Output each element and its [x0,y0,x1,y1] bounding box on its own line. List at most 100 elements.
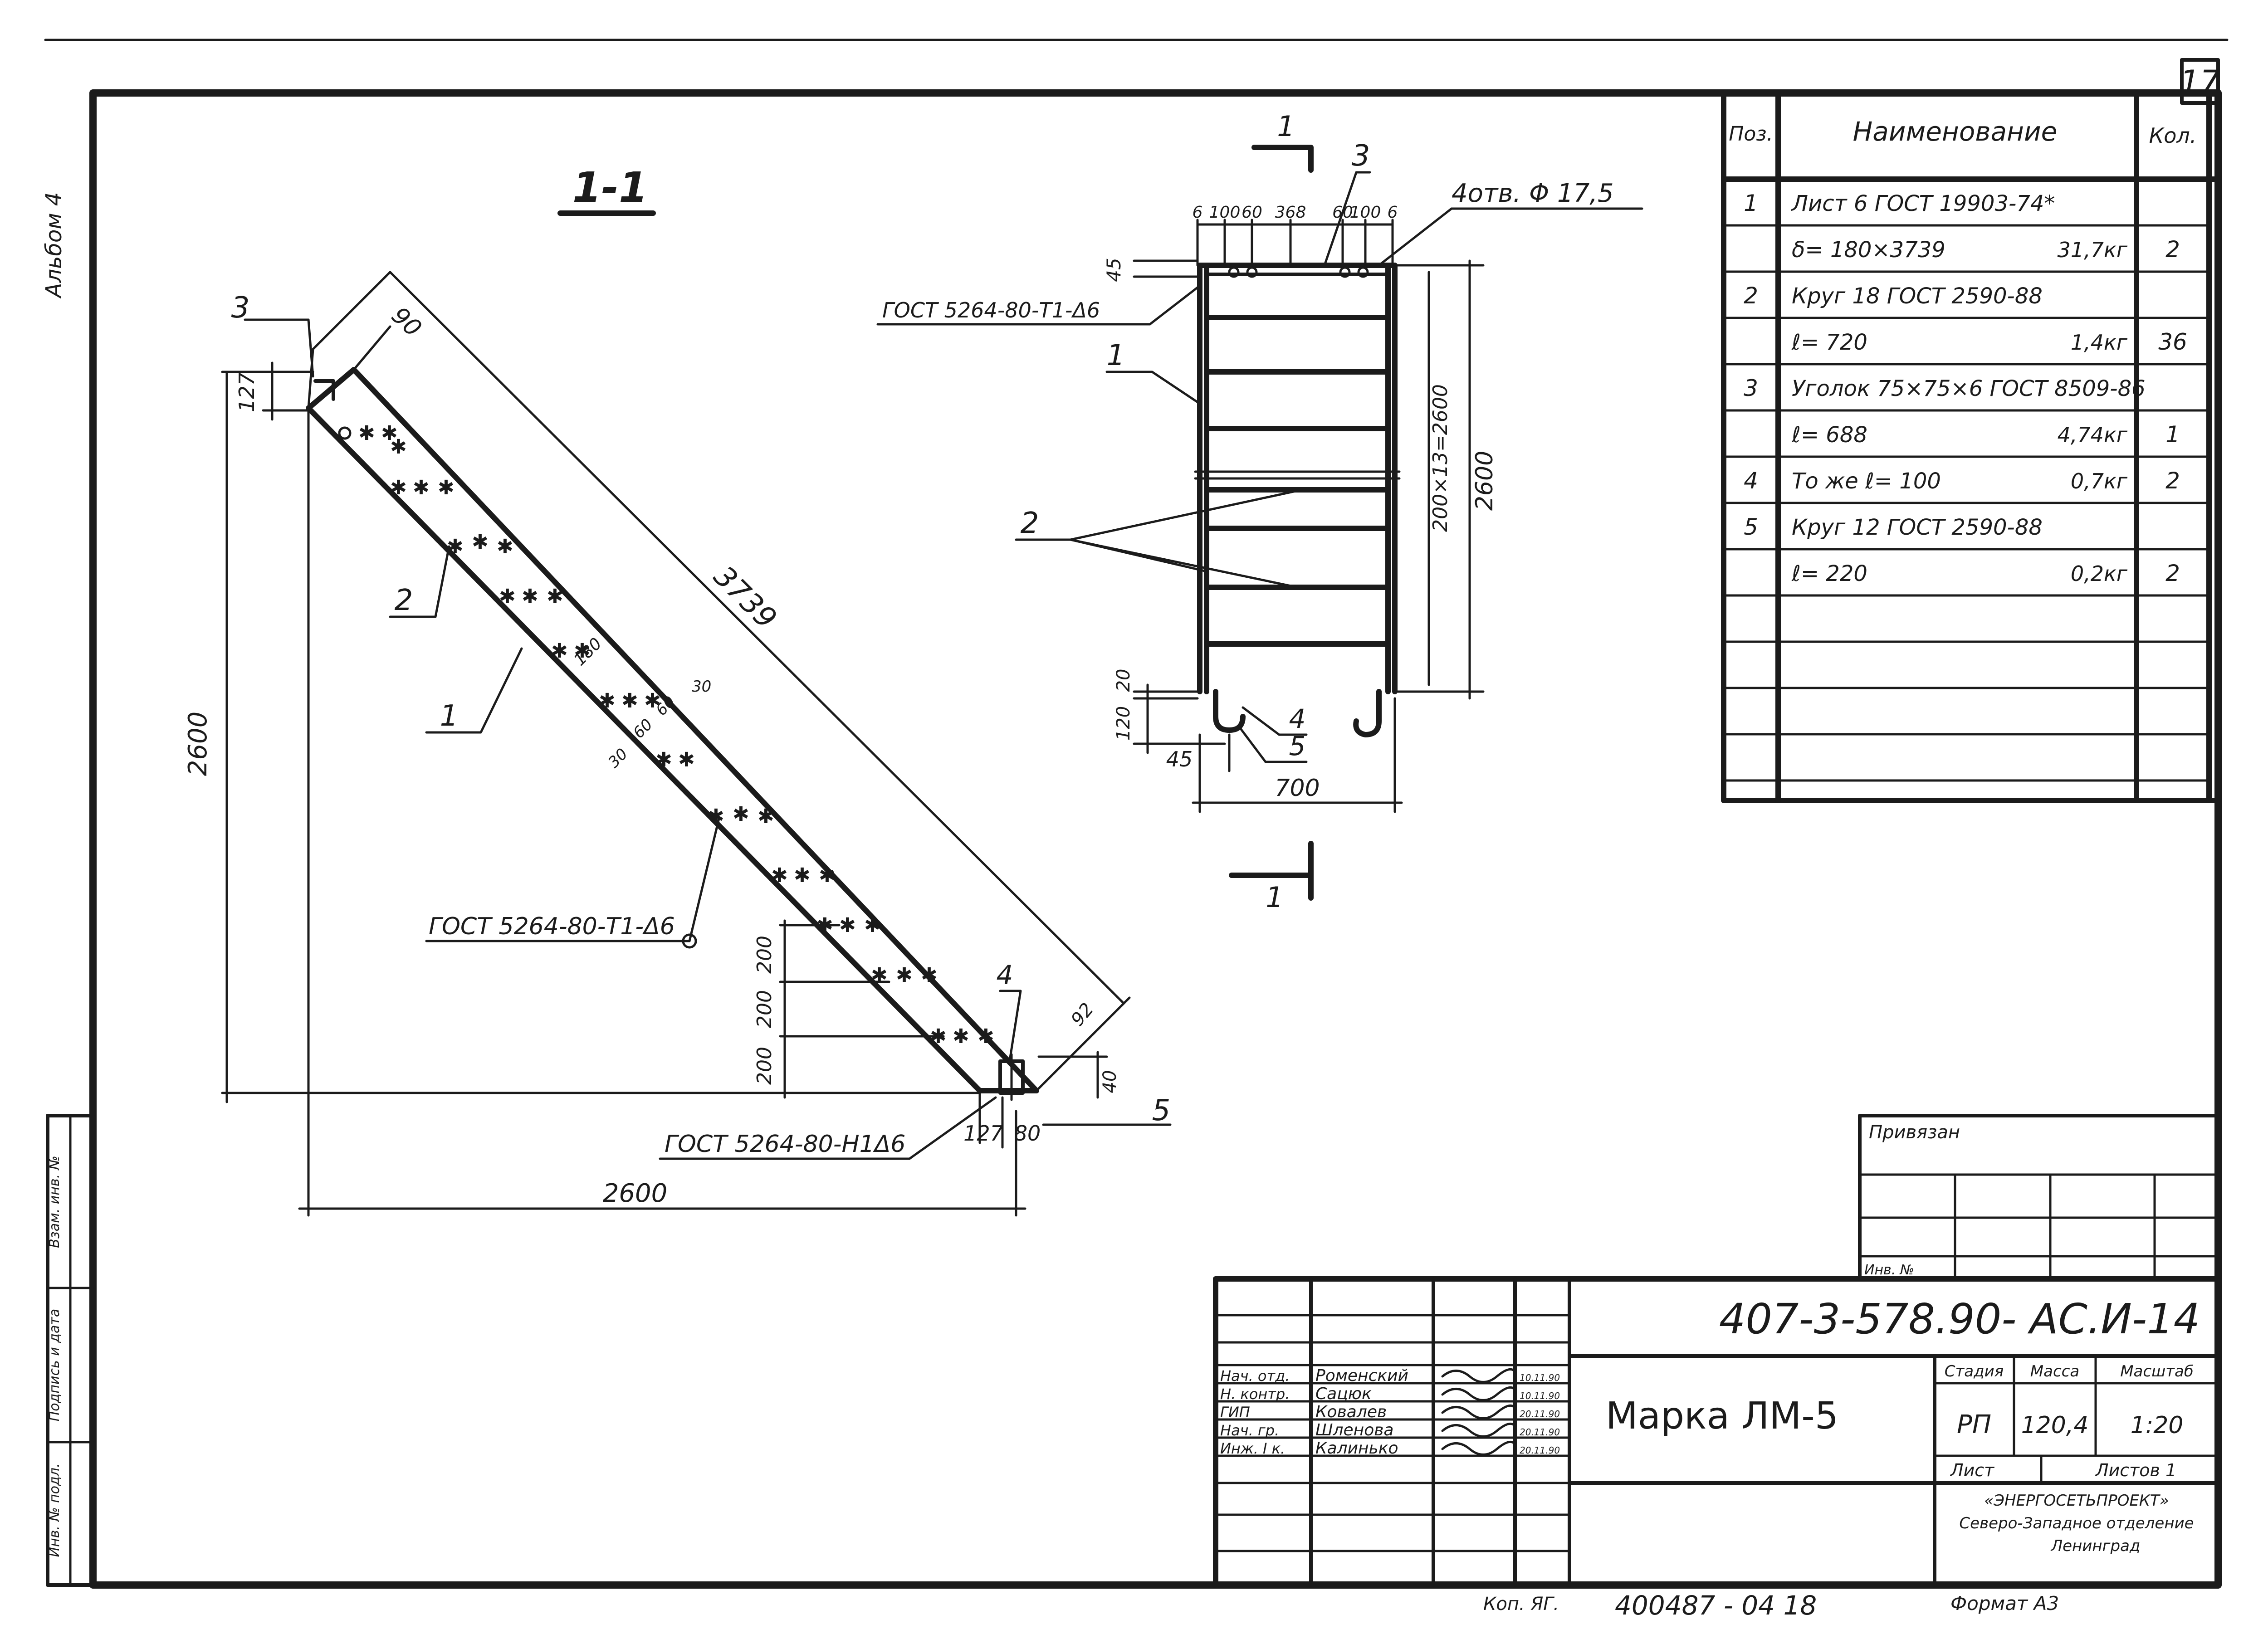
tb-date: 20.11.90 [1520,1427,1560,1438]
callout-5-main: 5 [1152,1094,1171,1127]
side-top-dim: 100 [1209,203,1241,222]
scale-value: 1:20 [2131,1412,2184,1439]
tb-date: 20.11.90 [1520,1409,1560,1419]
svg-text:✱: ✱ [390,476,407,499]
tb-name: Роменский [1315,1366,1408,1385]
tb-role: Нач. отд. [1220,1367,1290,1385]
spec-row-name: Круг 12 ГОСТ 2590-88 [1792,515,2043,540]
svg-text:✱: ✱ [871,964,888,987]
side-top-dim: 6 [1193,203,1203,222]
side-top-dim: 368 [1275,203,1306,222]
svg-text:✱: ✱ [547,585,563,608]
weld-note-mid: ГОСТ 5264-80-Т1-Δ6 [429,913,675,940]
side-top-dim: 6 [1388,203,1398,222]
side-dim-20: 20 [1113,669,1134,692]
spec-row-pos: 1 [1744,190,1758,216]
spec-row-qty: 2 [2165,236,2180,263]
svg-text:✱: ✱ [599,689,616,712]
tb-date: 10.11.90 [1520,1390,1560,1401]
callout-2-main: 2 [395,584,413,617]
spec-row-name: ℓ= 220 [1791,561,1867,586]
svg-text:✱: ✱ [574,639,591,663]
tb-signature [1441,1440,1516,1456]
spec-header-name: Наименование [1853,116,2058,147]
sheet-footer: Коп. ЯГ. 400487 - 04 18 Формат А3 [1483,1590,2059,1621]
strip-label-3: Взам. инв. № [47,1156,63,1248]
side-weld-note: ГОСТ 5264-80-Т1-Δ6 [882,298,1100,322]
spec-row-qty: 2 [2165,560,2180,586]
spec-row-mass: 4,74кг [2058,423,2128,447]
strip-label-2: Подпись и дата [47,1309,63,1422]
svg-text:✱: ✱ [771,864,788,887]
svg-text:✱: ✱ [794,864,811,887]
side-top-dim: 100 [1350,203,1381,222]
side-dim-45-top: 45 [1103,258,1125,282]
dim-left-height: 127 [235,372,259,412]
dim-hole-d: 30 [605,745,631,771]
svg-text:✱: ✱ [708,805,724,828]
svg-text:✱: ✱ [733,803,749,826]
strip-label-1: Инв. № подл. [47,1463,63,1557]
tb-signature [1441,1368,1516,1383]
side-dim-45-bottom: 45 [1166,747,1193,771]
callout-4-side: 4 [1289,703,1306,734]
tb-name: Ковалев [1315,1403,1387,1421]
footer-copied: Коп. ЯГ. [1483,1594,1559,1614]
ladder-rungs [1194,315,1401,647]
spec-row-mass: 0,7кг [2071,469,2128,493]
spec-row-name: ℓ= 720 [1791,330,1867,355]
weld-note-bottom: ГОСТ 5264-80-Н1Δ6 [665,1131,905,1158]
svg-text:✱: ✱ [381,422,398,445]
svg-text:✱: ✱ [644,689,661,712]
item-title: Марка ЛМ-5 [1606,1395,1838,1438]
svg-text:✱: ✱ [358,422,375,445]
tb-role: Инж. I к. [1220,1440,1285,1457]
spec-row-name: Уголок 75×75×6 ГОСТ 8509-86 [1792,376,2146,401]
dim-base-right: 80 [1014,1121,1041,1146]
dim-end-width: 92 [1067,999,1098,1030]
dim-width: 2600 [603,1179,668,1208]
footer-archive: 400487 - 04 18 [1615,1590,1817,1621]
org-line-1: «ЭНЕРГОСЕТЬПРОЕКТ» [1984,1492,2169,1510]
tb-role: ГИП [1220,1404,1250,1421]
doc-code: 407-3-578.90- АС.И-14 [1719,1295,2200,1343]
mass-label: Масса [2030,1362,2079,1380]
rung-marks: ✱✱ ✱ ✱✱✱ ✱✱✱ ✱✱✱ ✱✱ ✱✱✱ ✱✱ ✱✱✱ ✱✱✱ ✱✱✱ ✱… [338,422,994,1048]
tb-date: 10.11.90 [1520,1372,1560,1383]
spec-row-pos: 2 [1744,283,1758,309]
dim-diagonal: 3739 [707,560,783,635]
svg-text:✱: ✱ [551,639,568,663]
spec-row-pos: 5 [1744,514,1758,540]
footer-format: Формат А3 [1950,1592,2059,1614]
svg-text:✱: ✱ [390,435,407,458]
cut-mark-bottom: 1 [1266,881,1283,914]
spec-row-qty: 36 [2158,329,2187,355]
side-total-height: 2600 [1471,451,1498,511]
binding-inv: Инв. № [1864,1262,1914,1278]
spec-row-mass: 0,2кг [2071,561,2128,586]
callout-1-side: 1 [1107,339,1125,372]
dim-step-1: 200 [753,936,776,974]
spec-row-name: Круг 18 ГОСТ 2590-88 [1792,283,2043,309]
svg-text:✱: ✱ [953,1025,969,1048]
dim-height: 2600 [183,712,213,776]
svg-text:✱: ✱ [499,585,516,608]
stage-value: РП [1957,1410,1991,1439]
dim-step-3: 200 [753,1047,776,1085]
binding-tied: Привязан [1869,1122,1960,1143]
tb-signature [1441,1404,1516,1419]
left-binding-strip: Инв. № подл. Подпись и дата Взам. инв. № [46,1114,95,1587]
side-holes-note: 4отв. Φ 17,5 [1452,179,1614,208]
cut-mark-top: 1 [1277,110,1295,143]
spec-row-qty: 2 [2165,468,2180,494]
tb-name: Калинько [1315,1439,1398,1458]
stage-label: Стадия [1945,1362,2004,1380]
spec-row-mass: 31,7кг [2058,238,2128,262]
svg-text:✱: ✱ [413,476,430,499]
tb-role: Н. контр. [1220,1385,1290,1403]
org-line-3: Ленинград [2050,1537,2141,1555]
svg-text:✱: ✱ [978,1025,994,1048]
spec-row-pos: 3 [1744,375,1758,401]
